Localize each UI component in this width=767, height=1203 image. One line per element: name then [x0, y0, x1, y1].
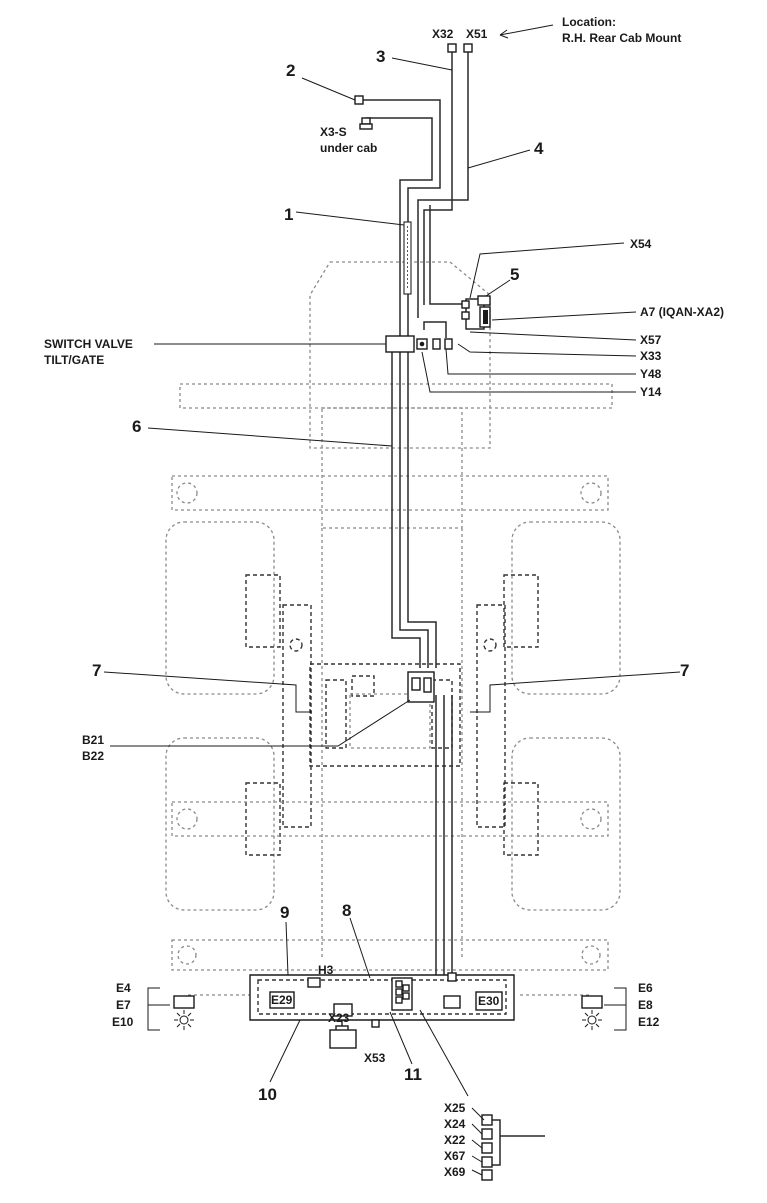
connector-x22-label: X22 — [444, 1133, 466, 1147]
x54-label: X54 — [630, 237, 652, 251]
e29-label: E29 — [271, 993, 293, 1007]
bracket-right — [604, 987, 627, 1031]
bracket-left — [147, 987, 170, 1031]
item-number-7-left: 7 — [92, 661, 101, 680]
lamp-left-3: E10 — [112, 1015, 134, 1029]
connector-x3s-note: under cab — [320, 141, 377, 155]
connector-x25-label: X25 — [444, 1101, 466, 1115]
connector-x67-label: X67 — [444, 1149, 466, 1163]
item-number-5: 5 — [510, 265, 519, 284]
item-number-8: 8 — [342, 901, 351, 920]
lamp-left-2: E7 — [116, 998, 131, 1012]
b22-label: B22 — [82, 749, 104, 763]
item-number-9: 9 — [280, 903, 289, 922]
e30-label: E30 — [478, 994, 500, 1008]
item-number-6: 6 — [132, 417, 141, 436]
connector-x24-label: X24 — [444, 1117, 466, 1131]
switch-valve-sublabel: TILT/GATE — [44, 353, 104, 367]
item-number-1: 1 — [284, 205, 293, 224]
x53-label: X53 — [364, 1051, 386, 1065]
h3-label: H3 — [318, 963, 334, 977]
b21-label: B21 — [82, 733, 104, 747]
connector-x32-label: X32 — [432, 27, 454, 41]
item-number-4: 4 — [534, 139, 544, 158]
lamp-right-2: E8 — [638, 998, 653, 1012]
item-number-3: 3 — [376, 47, 385, 66]
item-number-10: 10 — [258, 1085, 277, 1104]
components — [173, 43, 603, 1181]
x57-label: X57 — [640, 333, 662, 347]
lamp-right-1: E6 — [638, 981, 653, 995]
x33-label: X33 — [640, 349, 662, 363]
x23-label: X23 — [328, 1011, 350, 1025]
y48-label: Y48 — [640, 367, 662, 381]
leader-lines — [103, 24, 681, 1176]
chassis-outline — [165, 261, 621, 996]
location-label: Location: — [562, 15, 616, 29]
location-detail: R.H. Rear Cab Mount — [562, 31, 681, 45]
switch-valve-label: SWITCH VALVE — [44, 337, 133, 351]
y14-label: Y14 — [640, 385, 662, 399]
lamp-left-1: E4 — [116, 981, 131, 995]
connector-x3s-label: X3-S — [320, 125, 347, 139]
item-number-11: 11 — [404, 1065, 422, 1084]
a7-label: A7 (IQAN-XA2) — [640, 305, 724, 319]
connector-x69-label: X69 — [444, 1165, 466, 1179]
item-number-7-right: 7 — [680, 661, 689, 680]
lamp-burst-icon-right — [582, 1010, 602, 1030]
lamp-burst-icon-left — [174, 1010, 194, 1030]
connector-x51-label: X51 — [466, 27, 488, 41]
lamp-right-3: E12 — [638, 1015, 660, 1029]
item-number-2: 2 — [286, 61, 295, 80]
